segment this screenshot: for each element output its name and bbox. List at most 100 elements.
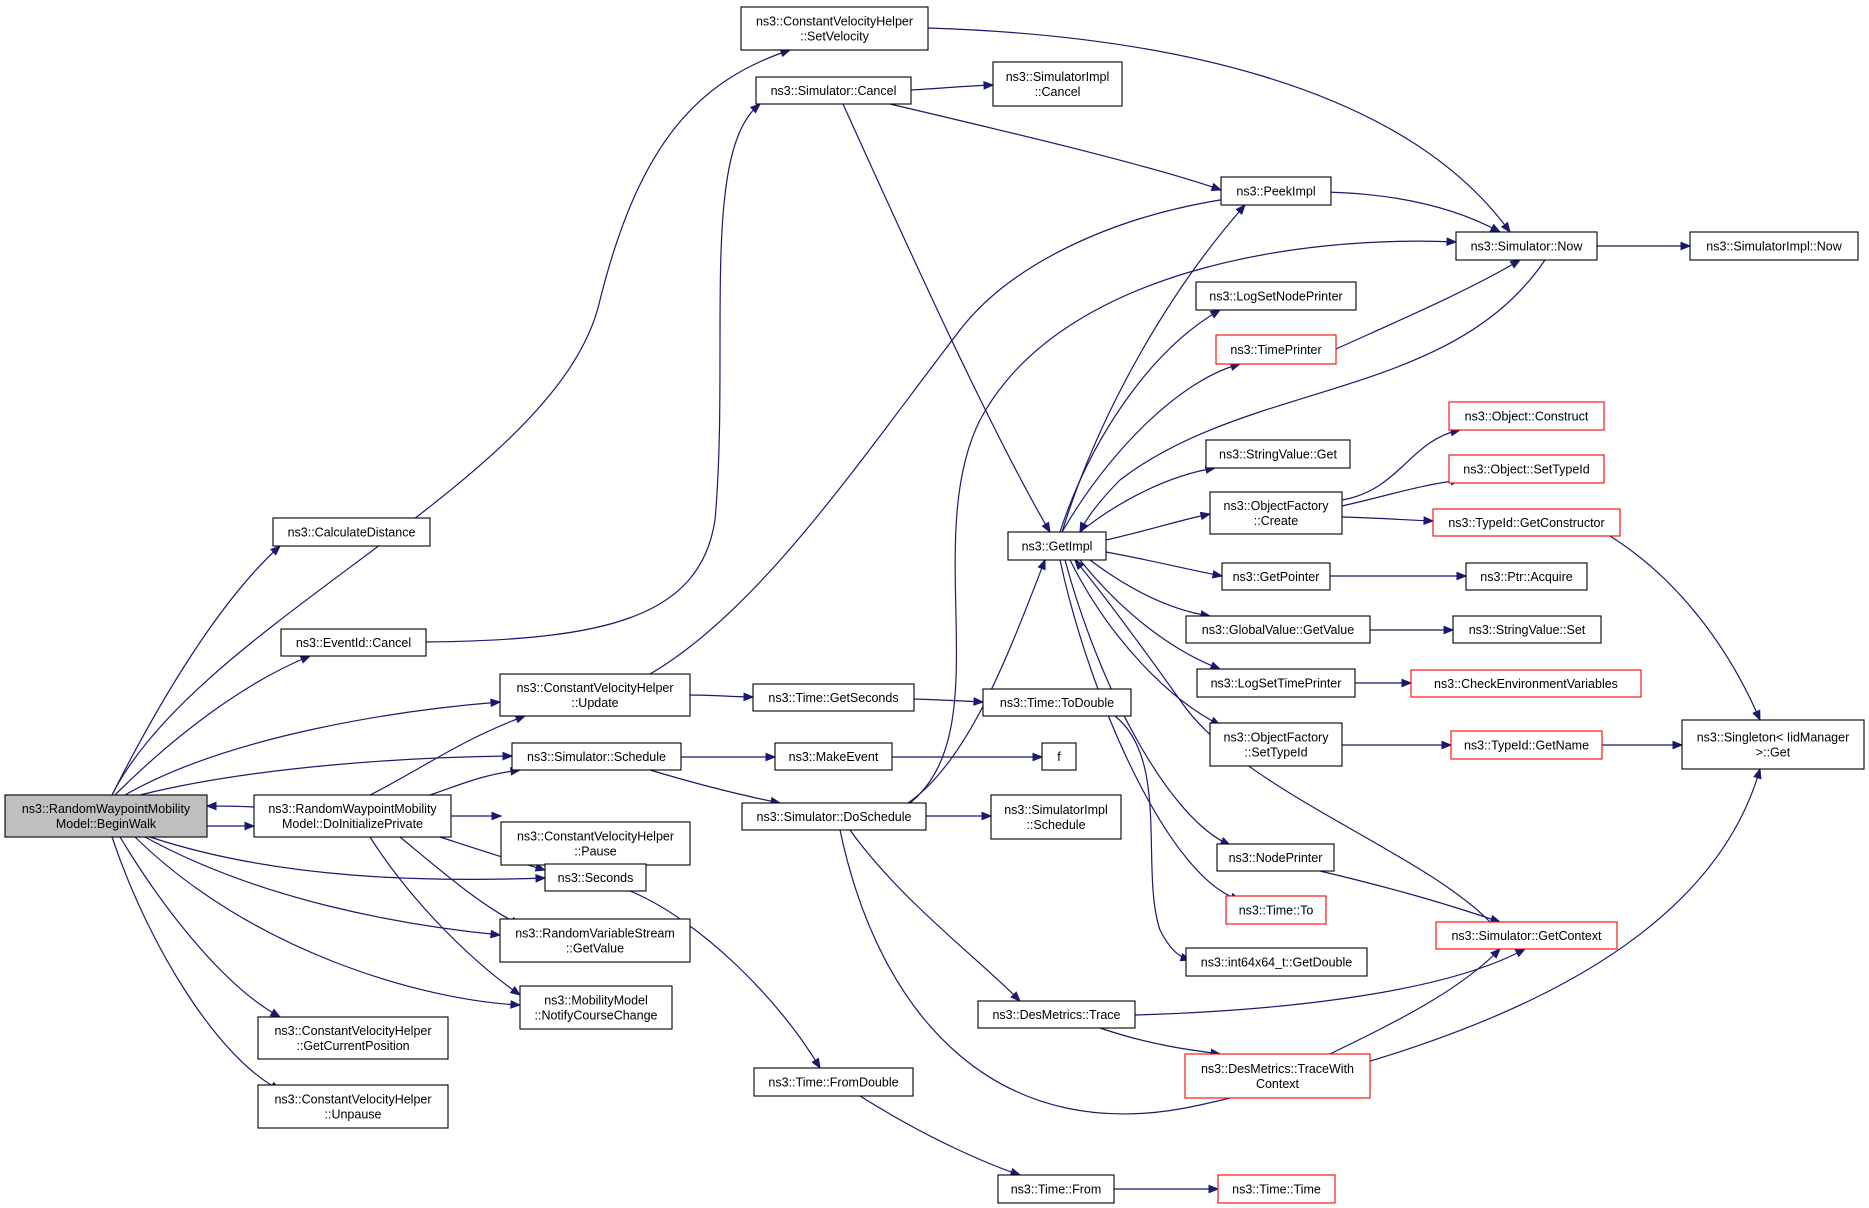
node-sim-schedule[interactable]: ns3::Simulator::Schedule <box>511 742 682 771</box>
node-peekimpl[interactable]: ns3::PeekImpl <box>1220 176 1332 206</box>
arrowhead <box>1680 241 1692 251</box>
arrowhead <box>1752 709 1761 722</box>
node-label: ::GetValue <box>566 942 624 956</box>
arrowhead <box>1199 511 1212 521</box>
arrowhead <box>1500 221 1511 234</box>
node-label: Model::DoInitializePrivate <box>282 817 423 831</box>
node-time-to[interactable]: ns3::Time::To <box>1225 895 1327 925</box>
node-rvs-getvalue[interactable]: ns3::RandomVariableStream::GetValue <box>499 918 691 963</box>
node-label: ns3::GetPointer <box>1233 570 1320 584</box>
node-mm-notify[interactable]: ns3::MobilityModel::NotifyCourseChange <box>519 985 673 1030</box>
node-int64-getdouble[interactable]: ns3::int64x64_t::GetDouble <box>1185 947 1368 977</box>
edge-sim_doschedule-to-desmetrics_trace <box>849 829 1021 1002</box>
node-makeevent[interactable]: ns3::MakeEvent <box>774 742 893 771</box>
node-eventid-cancel[interactable]: ns3::EventId::Cancel <box>280 628 427 657</box>
node-box <box>1185 947 1368 977</box>
node-box <box>257 1084 449 1129</box>
arrowhead <box>1208 1184 1220 1194</box>
node-label: ns3::TypeId::GetName <box>1464 739 1589 753</box>
node-nodeprinter[interactable]: ns3::NodePrinter <box>1216 843 1335 872</box>
node-objfactory-settypeid[interactable]: ns3::ObjectFactory::SetTypeId <box>1209 722 1343 767</box>
node-calc-dist[interactable]: ns3::CalculateDistance <box>272 517 431 547</box>
node-simimpl-schedule[interactable]: ns3::SimulatorImpl::Schedule <box>990 794 1122 840</box>
node-typeid-getname[interactable]: ns3::TypeId::GetName <box>1450 730 1603 760</box>
node-stringvalue-set[interactable]: ns3::StringValue::Set <box>1452 615 1602 644</box>
node-simimpl-now[interactable]: ns3::SimulatorImpl::Now <box>1689 231 1859 261</box>
arrowhead <box>1456 571 1468 581</box>
edge-typeid_getconstructor-to-singleton_get <box>1609 535 1761 722</box>
node-label: ns3::SimulatorImpl <box>1004 803 1108 817</box>
node-sim-getcontext[interactable]: ns3::Simulator::GetContext <box>1435 921 1618 950</box>
edge-sim_doschedule-to-singleton_get <box>839 767 1762 1115</box>
node-globalvalue-getvalue[interactable]: ns3::GlobalValue::GetValue <box>1185 615 1371 644</box>
node-label: ::Schedule <box>1026 818 1085 832</box>
node-box <box>500 821 691 866</box>
node-objfactory-create[interactable]: ns3::ObjectFactory::Create <box>1209 491 1343 535</box>
node-stringvalue-get[interactable]: ns3::StringValue::Get <box>1205 439 1351 469</box>
arrowhead <box>244 821 256 831</box>
arrowhead <box>743 692 755 702</box>
edge-begin_walk-to-mm_notify <box>134 836 522 1009</box>
node-obj-construct[interactable]: ns3::Object::Construct <box>1448 401 1605 431</box>
edge-rwmm_doinit-to-cvh_pause <box>451 811 503 821</box>
node-sim-now[interactable]: ns3::Simulator::Now <box>1455 231 1598 261</box>
node-label: ns3::Time::Time <box>1232 1183 1321 1197</box>
arrowhead <box>1074 558 1085 571</box>
node-singleton-get[interactable]: ns3::Singleton< IidManager>::Get <box>1681 719 1865 770</box>
node-logsettimeprinter[interactable]: ns3::LogSetTimePrinter <box>1196 668 1356 698</box>
node-label: ns3::StringValue::Get <box>1219 448 1337 462</box>
node-label: ns3::Simulator::Cancel <box>771 84 897 98</box>
node-time-fromdouble[interactable]: ns3::Time::FromDouble <box>753 1067 914 1097</box>
node-sim-doschedule[interactable]: ns3::Simulator::DoSchedule <box>741 802 927 831</box>
node-label: ns3::ConstantVelocityHelper <box>274 1024 431 1038</box>
node-box <box>280 628 427 657</box>
node-box <box>1195 281 1357 311</box>
node-simimpl-cancel[interactable]: ns3::SimulatorImpl::Cancel <box>992 61 1123 107</box>
node-logsetnodeprinter[interactable]: ns3::LogSetNodePrinter <box>1195 281 1357 311</box>
node-label: ns3::StringValue::Set <box>1469 623 1586 637</box>
node-label: ns3::Time::From <box>1011 1183 1102 1197</box>
node-seconds[interactable]: ns3::Seconds <box>544 863 647 892</box>
node-cvh-update[interactable]: ns3::ConstantVelocityHelper::Update <box>499 673 691 717</box>
edge-getimpl-to-globalvalue_getvalue <box>1089 559 1212 619</box>
node-obj-settypeid[interactable]: ns3::Object::SetTypeId <box>1448 454 1605 484</box>
node-label: ns3::LogSetTimePrinter <box>1211 677 1342 691</box>
node-getimpl[interactable]: ns3::GetImpl <box>1007 531 1107 561</box>
node-label: Context <box>1256 1077 1300 1091</box>
node-getpointer[interactable]: ns3::GetPointer <box>1221 562 1331 591</box>
node-cvh-setvel[interactable]: ns3::ConstantVelocityHelper::SetVelocity <box>740 6 929 51</box>
node-cvh-getpos[interactable]: ns3::ConstantVelocityHelper::GetCurrentP… <box>257 1016 449 1060</box>
arrowhead <box>491 811 503 821</box>
arrowhead <box>269 1008 282 1018</box>
node-sim-cancel[interactable]: ns3::Simulator::Cancel <box>755 76 912 105</box>
edge-begin_walk-to-rwmm_doinit <box>206 821 256 831</box>
node-label: ::Create <box>1254 514 1299 528</box>
node-desmetrics-trace[interactable]: ns3::DesMetrics::Trace <box>977 1000 1136 1029</box>
edge-rwmm_doinit-to-mm_notify <box>369 836 522 996</box>
node-label: ns3::Object::Construct <box>1465 410 1589 424</box>
node-rwmm-doinit[interactable]: ns3::RandomWaypointMobilityModel::DoInit… <box>253 794 452 838</box>
node-box <box>1448 454 1605 484</box>
node-cvh-pause[interactable]: ns3::ConstantVelocityHelper::Pause <box>500 821 691 866</box>
node-typeid-getconstructor[interactable]: ns3::TypeId::GetConstructor <box>1432 508 1621 537</box>
node-f-node[interactable]: f <box>1041 742 1077 771</box>
node-time-from[interactable]: ns3::Time::From <box>997 1174 1115 1204</box>
node-time-time[interactable]: ns3::Time::Time <box>1217 1174 1336 1204</box>
node-begin-walk[interactable]: ns3::RandomWaypointMobilityModel::BeginW… <box>4 794 208 838</box>
edge-makeevent-to-f_node <box>892 752 1044 762</box>
node-time-todouble[interactable]: ns3::Time::ToDouble <box>982 688 1132 717</box>
arrowhead <box>490 698 502 708</box>
node-label: ns3::DesMetrics::TraceWith <box>1201 1062 1354 1076</box>
node-timeprinter[interactable]: ns3::TimePrinter <box>1215 334 1337 365</box>
arrowhead <box>514 715 527 724</box>
edge-sim_schedule-to-sim_doschedule <box>649 769 782 806</box>
arrowhead <box>1032 752 1044 762</box>
arrowhead <box>1490 948 1501 959</box>
node-time-getseconds[interactable]: ns3::Time::GetSeconds <box>752 683 915 712</box>
node-ptr-acquire[interactable]: ns3::Ptr::Acquire <box>1465 562 1588 591</box>
node-label: ::Pause <box>574 845 616 859</box>
node-box <box>741 802 927 831</box>
node-cvh-unpause[interactable]: ns3::ConstantVelocityHelper::Unpause <box>257 1084 449 1129</box>
node-check-env[interactable]: ns3::CheckEnvironmentVariables <box>1410 669 1642 698</box>
